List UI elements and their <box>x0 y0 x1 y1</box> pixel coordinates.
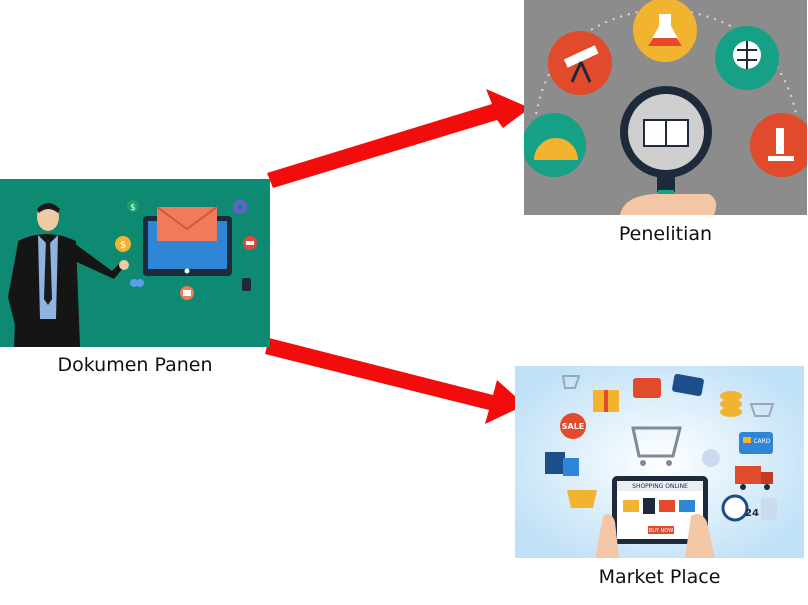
arrow-to-research <box>267 89 530 188</box>
research-image <box>524 0 807 215</box>
sale-tag-text: SALE <box>562 422 585 431</box>
svg-text:$: $ <box>120 240 126 251</box>
market-image: SALE CARD 24 SHOPPING ONLINE BUY NOW <box>515 366 804 558</box>
arrow-to-market <box>265 338 525 424</box>
card-text: CARD <box>753 438 770 445</box>
hours-text: 24 <box>745 508 759 519</box>
shop-header-text: SHOPPING ONLINE <box>632 483 688 490</box>
market-label: Market Place <box>598 566 721 588</box>
source-label: Dokumen Panen <box>57 354 213 376</box>
buy-now-text: BUY NOW <box>649 528 673 534</box>
source-image: $ $ <box>0 179 270 347</box>
svg-text:$: $ <box>130 203 136 213</box>
research-label: Penelitian <box>618 223 713 245</box>
